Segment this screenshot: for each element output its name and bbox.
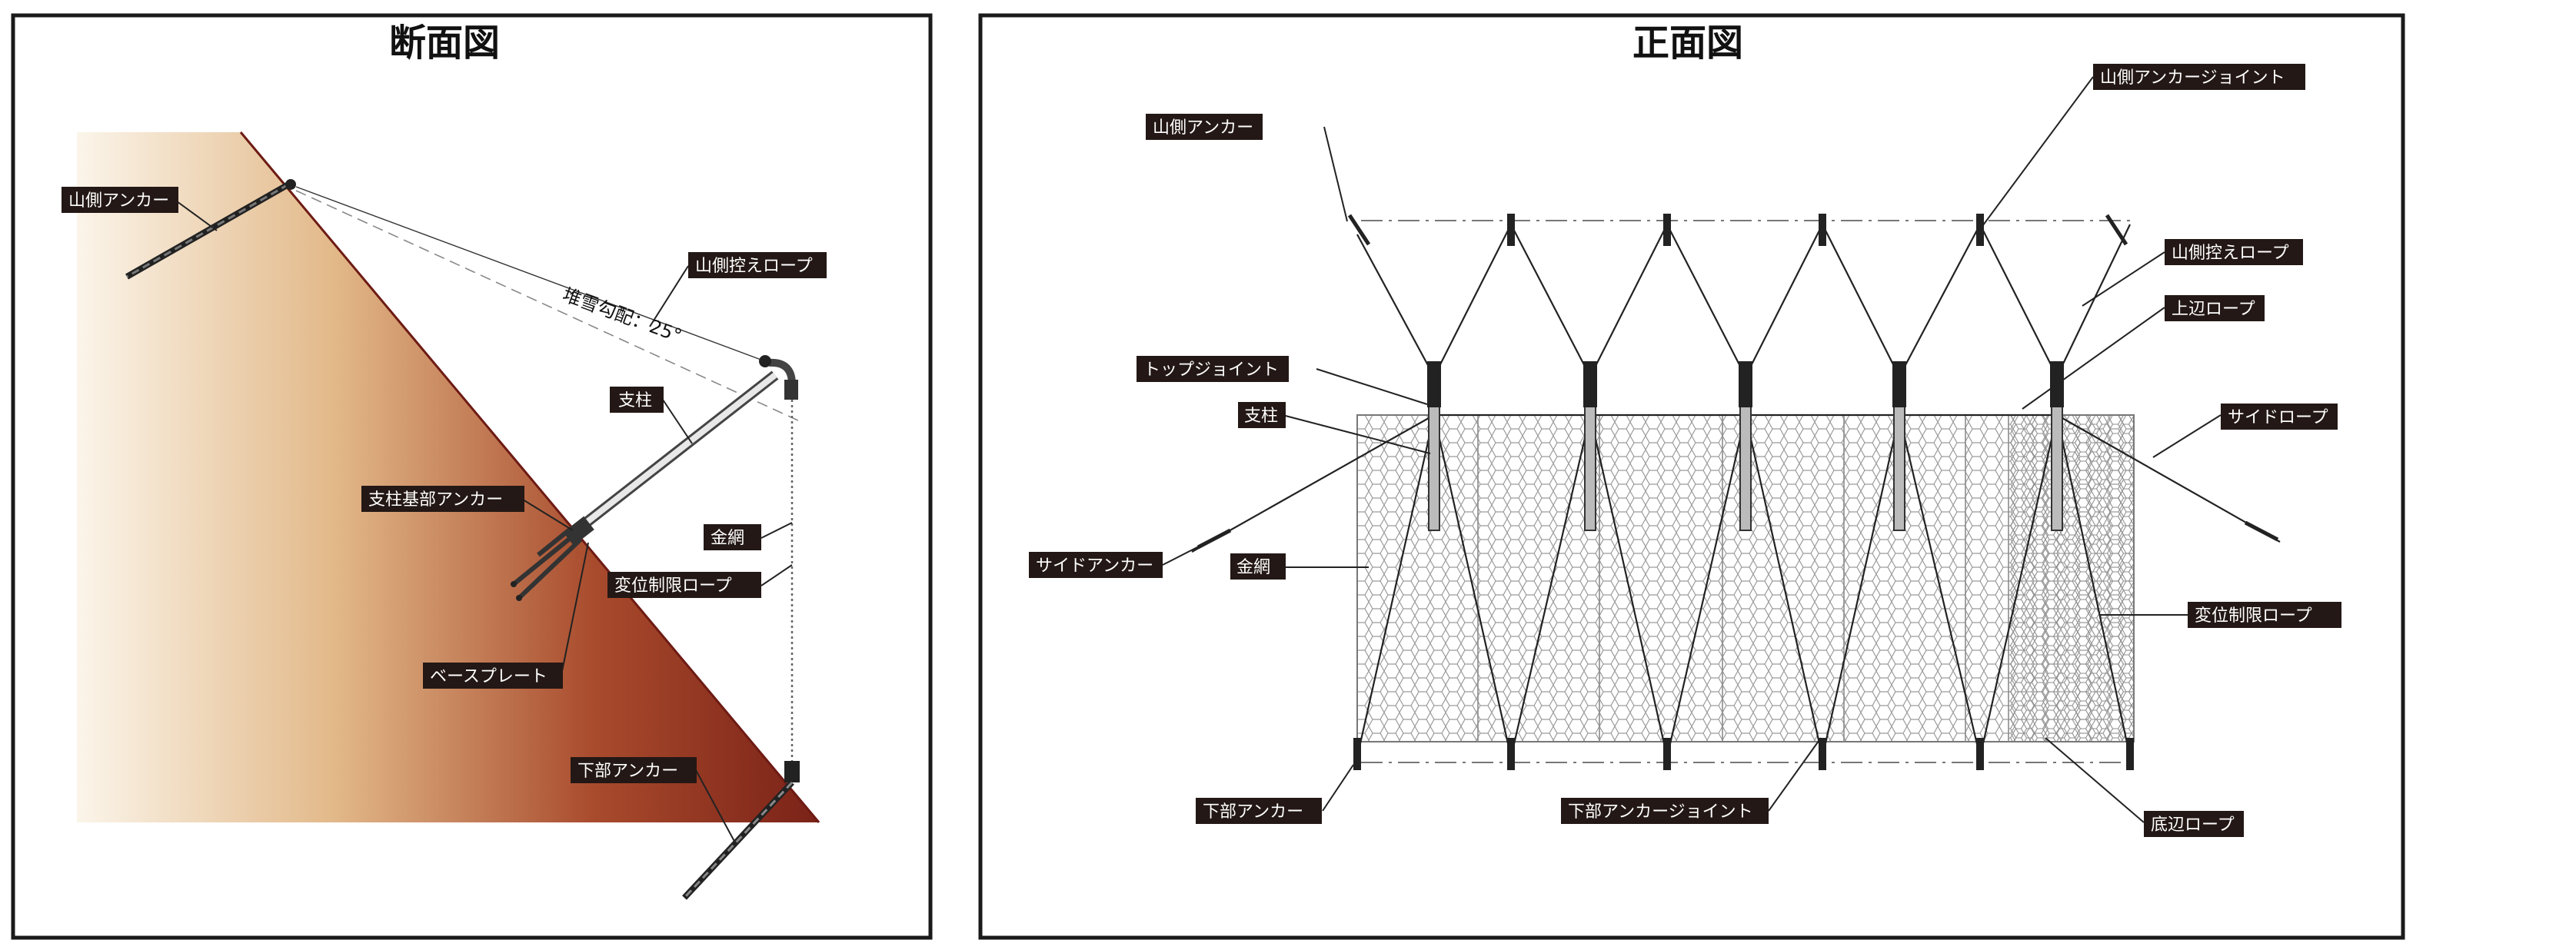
mountain-anchor-rod [125, 179, 296, 280]
label-r-post: 支柱 [1238, 402, 1286, 428]
top-right-anchor [2105, 214, 2128, 246]
leader-r-side-rope [2152, 414, 2222, 458]
front-view-panel: 正面図 [978, 13, 2405, 940]
leader-r-post [1282, 414, 1431, 454]
leader-r-mountain-anchor-joint [1975, 76, 2094, 235]
label-r-wire-net: 金網 [1230, 553, 1286, 580]
label-r-side-rope: サイドロープ [2221, 404, 2338, 430]
label-post-base-anchor: 支柱基部アンカー [361, 486, 524, 512]
mountain-guy-rope-line [295, 186, 766, 362]
front-view-title: 正面図 [1632, 22, 1743, 65]
leader-r-bottom-rope [2045, 737, 2145, 823]
label-r-top-rope: 上辺ロープ [2165, 295, 2265, 321]
svg-text:下部アンカー: 下部アンカー [577, 762, 678, 781]
svg-text:山側アンカー: 山側アンカー [1153, 118, 1253, 138]
svg-text:変位制限ロープ: 変位制限ロープ [2195, 606, 2312, 626]
svg-text:金網: 金網 [1236, 558, 1270, 577]
lower-anchor-rod [682, 761, 800, 900]
svg-text:支柱: 支柱 [1244, 407, 1278, 426]
label-r-side-anchor: サイドアンカー [1029, 552, 1163, 578]
svg-text:山側控えロープ: 山側控えロープ [695, 257, 813, 276]
label-lower-anchor: 下部アンカー [571, 757, 697, 783]
front-view-frame [978, 13, 2405, 940]
label-r-bottom-rope: 底辺ロープ [2144, 811, 2244, 837]
svg-text:山側アンカージョイント: 山側アンカージョイント [2100, 68, 2285, 88]
svg-text:底辺ロープ: 底辺ロープ [2151, 815, 2235, 835]
svg-text:山側アンカー: 山側アンカー [68, 191, 169, 211]
leader-r-side-anchor [1162, 530, 1231, 566]
top-joints [1427, 361, 2064, 407]
side-rope-left [1191, 414, 1435, 553]
leader-post-base-anchor [522, 499, 574, 531]
leader-lower-anchor [695, 769, 737, 846]
label-r-mountain-anchor: 山側アンカー [1146, 114, 1263, 140]
label-r-lower-anchor-joint: 下部アンカージョイント [1561, 798, 1769, 824]
side-rope-right [2056, 414, 2281, 543]
svg-text:サイドアンカー: サイドアンカー [1036, 556, 1153, 576]
leader-r-lower-anchor-joint [1768, 737, 1822, 812]
svg-text:サイドロープ: サイドロープ [2228, 408, 2328, 427]
label-mountain-anchor: 山側アンカー [62, 187, 178, 213]
svg-text:下部アンカー: 下部アンカー [1203, 802, 1303, 822]
leader-r-top-joint [1316, 368, 1428, 405]
side-anchor-right [2244, 520, 2279, 542]
label-r-mountain-guy-rope: 山側控えロープ [2165, 239, 2303, 265]
svg-text:下部アンカージョイント: 下部アンカージョイント [1568, 802, 1753, 822]
leader-displacement-rope [760, 564, 793, 586]
posts [1428, 368, 2063, 531]
label-r-lower-anchor: 下部アンカー [1196, 798, 1322, 824]
leader-base-plate [561, 542, 589, 676]
snow-slope-note: 堆雪勾配：25° [560, 284, 684, 347]
label-post: 支柱 [610, 387, 664, 413]
label-r-top-joint: トップジョイント [1137, 356, 1289, 382]
svg-text:支柱: 支柱 [618, 391, 652, 410]
label-displacement-rope: 変位制限ロープ [607, 572, 761, 598]
label-r-displacement-rope: 変位制限ロープ [2188, 602, 2341, 628]
leader-r-mountain-anchor [1323, 126, 1348, 222]
svg-text:トップジョイント: トップジョイント [1143, 360, 1279, 380]
svg-text:変位制限ロープ: 変位制限ロープ [614, 576, 732, 596]
section-view-title: 断面図 [389, 22, 500, 65]
mountain-guy-rope-zigzag [1356, 222, 2131, 379]
leader-mountain-anchor [176, 201, 218, 231]
section-view-frame [11, 13, 933, 940]
svg-text:山側控えロープ: 山側控えロープ [2172, 244, 2289, 263]
label-wire-net: 金網 [704, 524, 761, 550]
label-base-plate: ベースプレート [423, 663, 563, 689]
leader-post [662, 399, 693, 444]
svg-text:支柱基部アンカー: 支柱基部アンカー [368, 490, 503, 510]
label-r-mountain-anchor-joint: 山側アンカージョイント [2093, 64, 2305, 90]
leader-wire-net [760, 522, 793, 539]
post-pipe [574, 355, 798, 533]
leader-guy-rope [649, 265, 689, 327]
top-left-anchor [1347, 214, 1371, 246]
base-plate-assembly [511, 516, 594, 601]
mountain-anchor-joints [1507, 214, 1984, 246]
svg-text:金網: 金網 [711, 529, 744, 548]
lower-anchor-joints [1353, 738, 2134, 770]
leader-r-guy-rope [2082, 251, 2165, 307]
svg-text:上辺ロープ: 上辺ロープ [2172, 300, 2255, 319]
svg-text:ベースプレート: ベースプレート [430, 667, 547, 686]
section-view-panel: 断面図 堆雪勾配：25° [11, 13, 933, 940]
label-mountain-guy-rope: 山側控えロープ [688, 252, 827, 278]
leader-r-top-rope [2022, 307, 2165, 410]
slope-ground [77, 132, 819, 822]
slope-surface-line [239, 131, 820, 823]
snow-slope-line [295, 190, 800, 422]
leader-r-lower-anchor [1322, 764, 1354, 812]
